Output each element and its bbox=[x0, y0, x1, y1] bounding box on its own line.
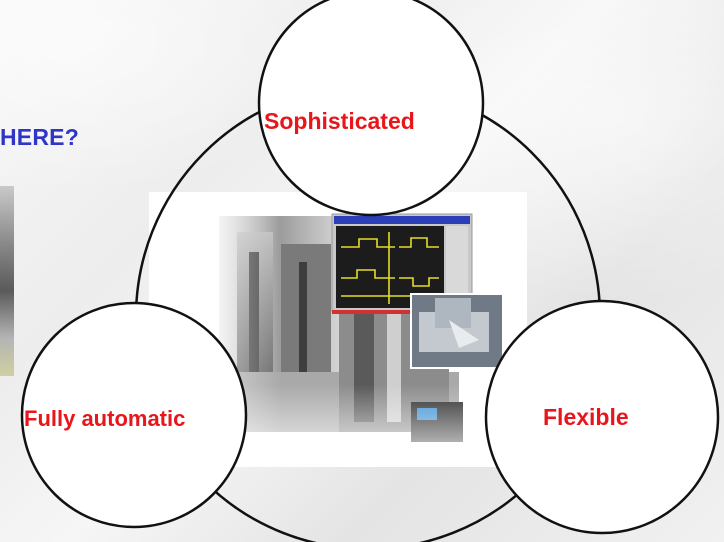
label-sophisticated: Sophisticated bbox=[264, 108, 415, 134]
circle-sophisticated bbox=[257, 0, 485, 217]
circle-fully-automatic bbox=[20, 301, 248, 529]
slide-heading: HERE? bbox=[0, 124, 79, 150]
machine-illustration bbox=[149, 192, 527, 467]
label-flexible: Flexible bbox=[543, 404, 629, 430]
machine-photo bbox=[149, 192, 527, 467]
side-photo bbox=[0, 186, 14, 376]
circle-flexible bbox=[484, 299, 720, 535]
label-fully-automatic: Fully automatic bbox=[24, 406, 186, 431]
